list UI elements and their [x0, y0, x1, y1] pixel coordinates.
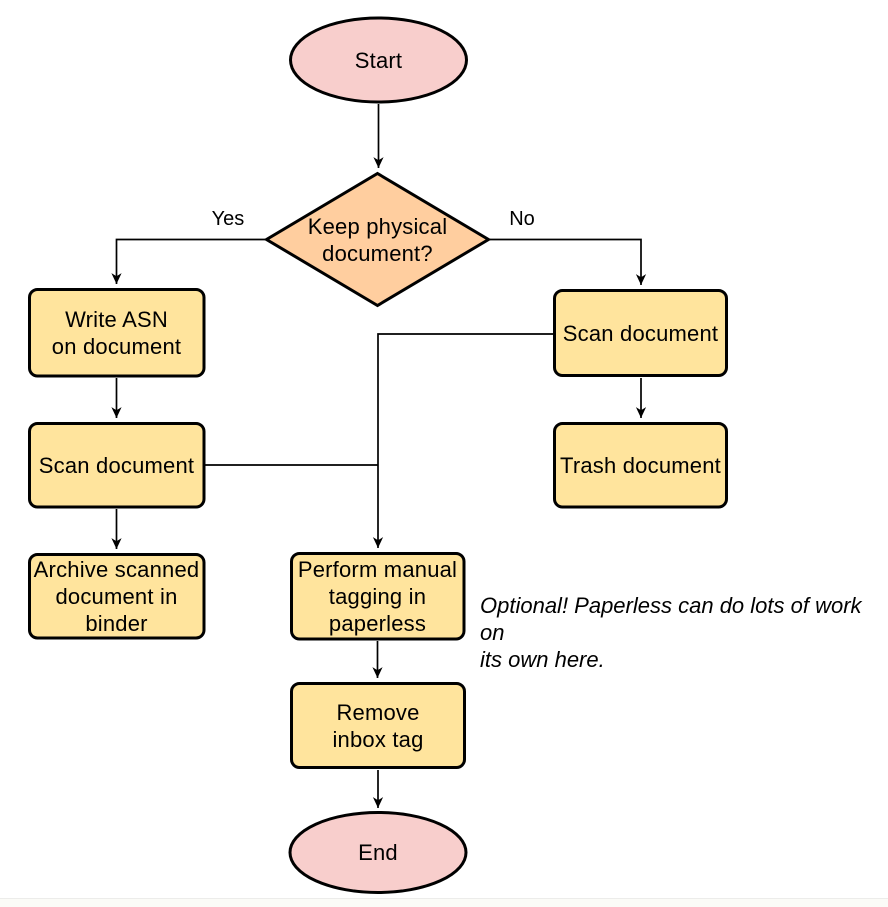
- perform-tagging-node-shape: [290, 552, 466, 641]
- optional-annotation: Optional! Paperless can do lots of work …: [480, 593, 862, 672]
- start-node-shape: [289, 16, 468, 104]
- scan-left-node-shape: [28, 422, 206, 509]
- decision-node-shape: [263, 171, 492, 308]
- bottom-edge-strip: [0, 898, 888, 907]
- edge-decision-no-scan-right: [490, 238, 647, 285]
- edge-decision-yes-write-asn: [111, 238, 265, 284]
- scan-right-node-shape: [553, 289, 728, 377]
- end-node-shape: [288, 811, 468, 894]
- edge-scan-right-perform: [372, 333, 553, 548]
- remove-inbox-tag-node-shape: [290, 682, 466, 769]
- trash-node-shape: [553, 422, 728, 509]
- write-asn-node-shape: [28, 288, 206, 378]
- archive-node-shape: [28, 553, 206, 640]
